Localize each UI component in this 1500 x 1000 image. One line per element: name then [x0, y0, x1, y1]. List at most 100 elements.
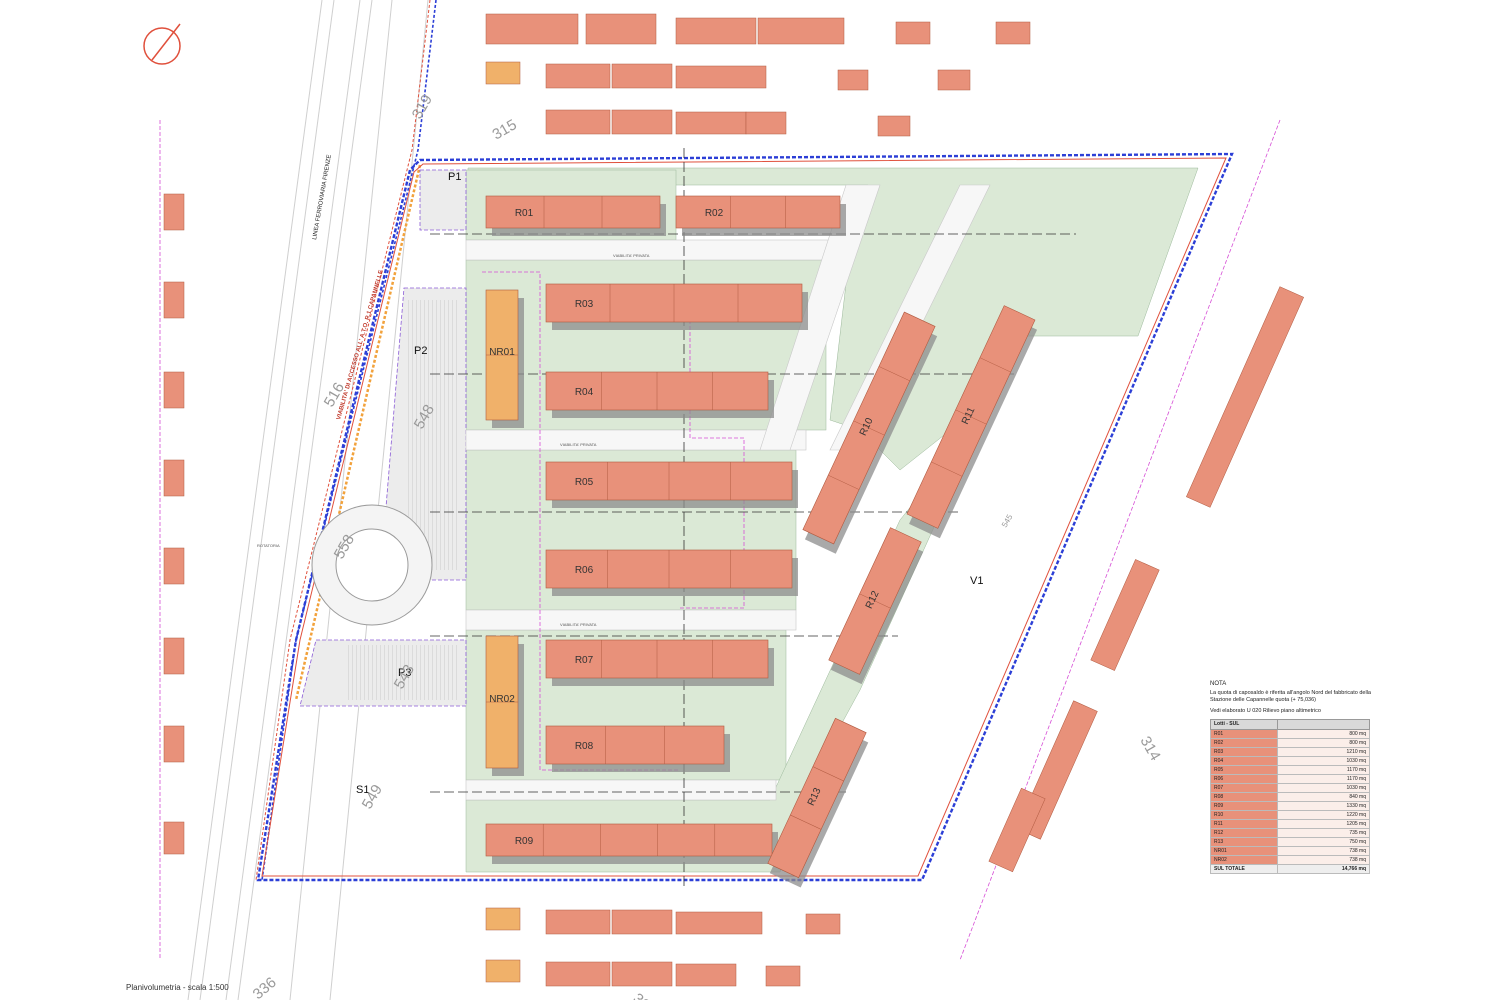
context-building [545, 961, 611, 987]
roundabout [311, 504, 433, 626]
building-lot: R09 [485, 823, 778, 864]
street-number: 336 [250, 974, 280, 1000]
building-footprint [767, 717, 867, 879]
context-building [585, 13, 657, 45]
lot-code: R04 [1210, 756, 1278, 766]
lot-area: 1030 mq [1277, 783, 1370, 793]
lot-label: R01 [515, 208, 534, 219]
building-lot: NR02 [485, 635, 524, 776]
lot-code: R03 [1210, 747, 1278, 757]
lot-code: R08 [1210, 792, 1278, 802]
context-building [995, 21, 1031, 45]
lot-area: 840 mq [1277, 792, 1370, 802]
lot-label: NR01 [489, 347, 515, 358]
lot-area: 750 mq [1277, 837, 1370, 847]
roundabout-label: ROTATORIA [257, 543, 280, 548]
lot-label: R02 [705, 208, 724, 219]
note-reference: Vedi elaborato U 020 Rilievo piano altim… [1210, 708, 1321, 714]
context-building [611, 63, 673, 89]
context-building [937, 69, 971, 91]
building-lot: R08 [545, 725, 730, 772]
context-building [895, 21, 931, 45]
context-building [163, 547, 185, 585]
zone-label: V1 [970, 575, 983, 587]
context-building [163, 371, 185, 409]
lot-area: 1330 mq [1277, 801, 1370, 811]
zone-label: P1 [448, 171, 461, 183]
context-building [611, 909, 673, 935]
context-building [877, 115, 911, 137]
zone-label: P2 [414, 345, 427, 357]
context-building [163, 281, 185, 319]
building-footprint [675, 195, 841, 229]
note-text: La quota di caposaldo è riferita all'ang… [1210, 690, 1371, 703]
building-footprint [485, 195, 661, 229]
note-panel: NOTA La quota di caposaldo è riferita al… [1210, 681, 1372, 874]
context-building [485, 13, 579, 45]
context-building [611, 961, 673, 987]
context-building [485, 61, 521, 85]
building-lot: R04 [545, 371, 774, 418]
context-building [163, 459, 185, 497]
context-building [611, 109, 673, 135]
building-lot: R05 [545, 461, 798, 508]
context-building [765, 965, 801, 987]
total-value: 14,766 mq [1277, 864, 1370, 874]
context-building [1090, 559, 1160, 671]
context-building [675, 65, 767, 89]
context-building [163, 637, 185, 675]
unit-divider [790, 814, 822, 830]
building-lot: R07 [545, 639, 774, 686]
unit-divider [853, 420, 885, 436]
lot-area: 1170 mq [1277, 774, 1370, 784]
context-building [675, 111, 747, 135]
lot-label: R04 [575, 387, 594, 398]
internal-road-label: VIABILITA' PRIVATA [560, 622, 597, 627]
lot-code: R01 [1210, 729, 1278, 739]
lot-label: R08 [575, 741, 594, 752]
street-number: 314 [1137, 734, 1164, 764]
lot-area: 1170 mq [1277, 765, 1370, 775]
lot-label: R06 [575, 565, 594, 576]
total-label: SUL TOTALE [1210, 864, 1278, 874]
context-building [545, 909, 611, 935]
lot-area: 1210 mq [1277, 747, 1370, 757]
lot-code: R12 [1210, 828, 1278, 838]
context-building [675, 963, 737, 987]
unit-divider [931, 461, 963, 477]
lot-area: 1220 mq [1277, 810, 1370, 820]
building-lot: R11 [906, 305, 1038, 539]
context-building [805, 913, 841, 935]
lot-area: 1030 mq [1277, 756, 1370, 766]
building-lot: R06 [545, 549, 798, 596]
access-road-dashes [255, 0, 437, 881]
building-footprint [485, 823, 773, 857]
parking-stalls-p3 [345, 645, 460, 700]
lot-code: NR02 [1210, 855, 1278, 865]
lot-label: R05 [575, 477, 594, 488]
lot-code: R06 [1210, 774, 1278, 784]
building-lot: R10 [802, 311, 938, 554]
context-building [988, 787, 1046, 873]
street-number: 545 [1000, 512, 1015, 529]
lot-area: 738 mq [1277, 846, 1370, 856]
context-building [485, 907, 521, 931]
street-number: 328 [629, 990, 659, 1000]
building-lot: R13 [767, 717, 869, 888]
context-building [757, 17, 845, 45]
building-lot: NR01 [485, 289, 524, 428]
building-lot: R01 [485, 195, 666, 236]
lot-code: R05 [1210, 765, 1278, 775]
context-building [163, 821, 185, 855]
unit-divider [878, 366, 910, 382]
street-number: 319 [409, 92, 436, 122]
table-header-row: Lotti - SUL [1210, 719, 1370, 730]
